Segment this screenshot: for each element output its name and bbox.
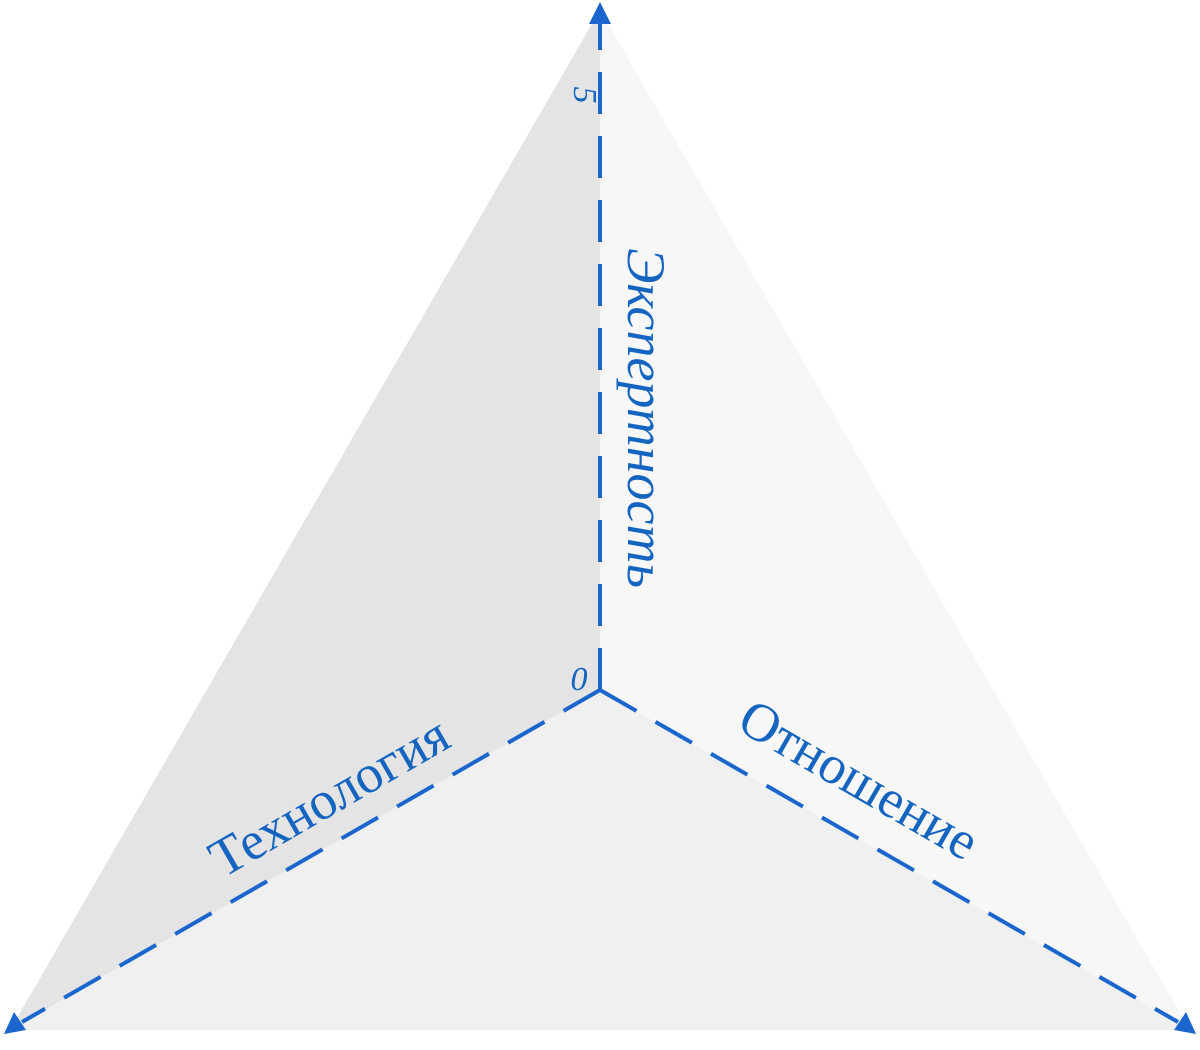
vertical-axis-label: Экспертность (616, 248, 676, 588)
arrow-right-icon (1174, 1012, 1196, 1034)
arrow-left-icon (4, 1012, 26, 1034)
left-axis (21, 688, 601, 1024)
tick-max-label: 5 (566, 87, 603, 104)
bottom-face (10, 690, 1190, 1030)
tick-min-label: 0 (571, 661, 588, 698)
right-axis (599, 688, 1179, 1024)
arrow-up-icon (589, 2, 611, 24)
